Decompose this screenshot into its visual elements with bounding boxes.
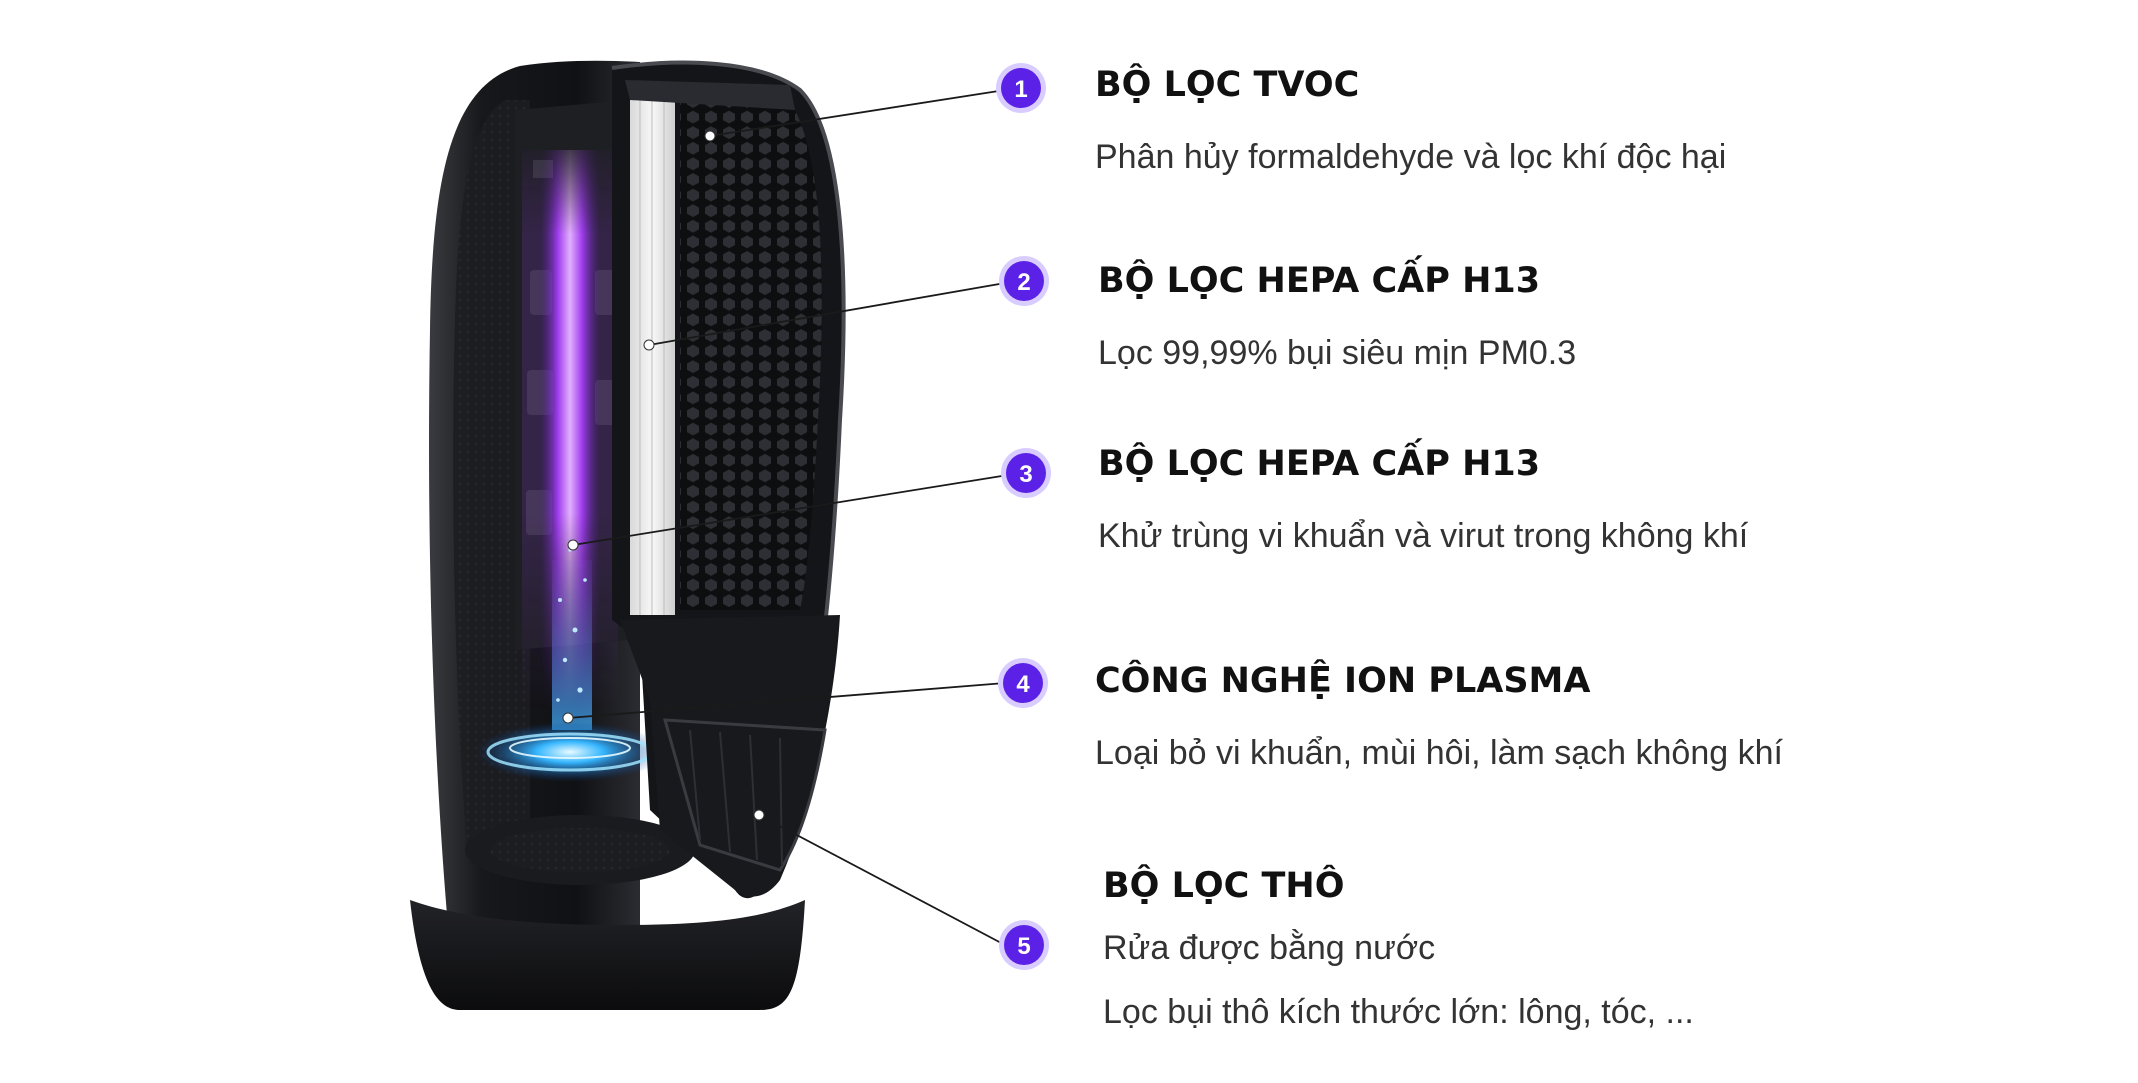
feature-description: Rửa được bằng nước <box>1103 928 1436 967</box>
feature-title: CÔNG NGHỆ ION PLASMA <box>1095 661 1591 701</box>
feature-ion-plasma: CÔNG NGHỆ ION PLASMA Loại bỏ vi khuẩn, m… <box>1095 662 2095 775</box>
badge-1: 1 <box>996 63 1046 113</box>
badge-4: 4 <box>998 658 1048 708</box>
feature-description-secondary: Lọc bụi thô kích thước lớn: lông, tóc, .… <box>1103 992 1694 1031</box>
feature-description: Lọc 99,99% bụi siêu mịn PM0.3 <box>1098 333 1577 372</box>
feature-title: BỘ LỌC THÔ <box>1103 866 1345 906</box>
feature-title: BỘ LỌC TVOC <box>1095 65 1360 105</box>
badge-2: 2 <box>999 256 1049 306</box>
feature-coarse-filter: BỘ LỌC THÔ Rửa được bằng nước Lọc bụi th… <box>1103 867 2103 1034</box>
badge-3: 3 <box>1001 448 1051 498</box>
badge-4-number: 4 <box>1016 671 1030 698</box>
feature-description: Khử trùng vi khuẩn và virut trong không … <box>1098 516 1749 555</box>
badge-5: 5 <box>999 920 1049 970</box>
feature-title: BỘ LỌC HEPA CẤP H13 <box>1098 261 1541 301</box>
badge-3-number: 3 <box>1019 461 1032 488</box>
feature-title: BỘ LỌC HEPA CẤP H13 <box>1098 444 1541 484</box>
badge-5-number: 5 <box>1017 933 1030 960</box>
badge-1-number: 1 <box>1014 76 1027 103</box>
feature-uv-sterilization: BỘ LỌC HEPA CẤP H13 Khử trùng vi khuẩn v… <box>1098 445 2098 558</box>
feature-description: Loại bỏ vi khuẩn, mùi hôi, làm sạch khôn… <box>1095 733 1783 772</box>
badge-2-number: 2 <box>1017 269 1030 296</box>
feature-hepa-filter: BỘ LỌC HEPA CẤP H13 Lọc 99,99% bụi siêu … <box>1098 262 2098 375</box>
feature-tvoc-filter: BỘ LỌC TVOC Phân hủy formaldehyde và lọc… <box>1095 66 2095 179</box>
feature-description: Phân hủy formaldehyde và lọc khí độc hại <box>1095 137 1727 176</box>
